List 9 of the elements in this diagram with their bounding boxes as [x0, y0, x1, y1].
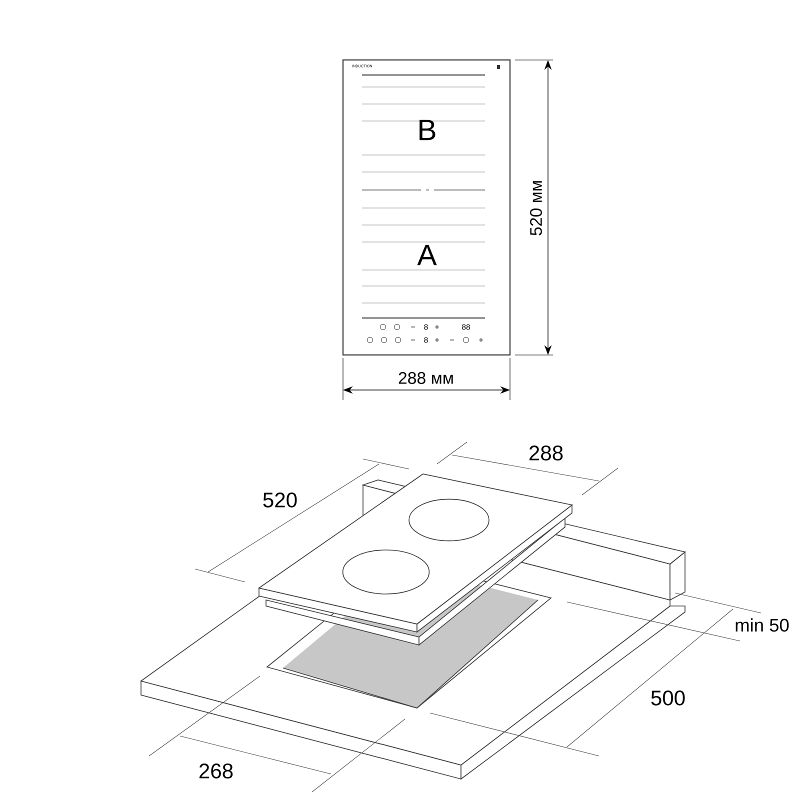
dimension-label: 268 [199, 764, 233, 778]
dimension-label: 288 мм [398, 372, 453, 384]
dimension-label: 500 [651, 690, 685, 706]
dimension-label: min 50 [736, 618, 789, 632]
dimension-label: 288 [529, 446, 563, 460]
dimension-label: 520 мм [530, 181, 542, 236]
dimension-label: 520 [263, 492, 297, 508]
zone-letter: B [420, 120, 436, 140]
zone-letter: A [417, 244, 437, 266]
